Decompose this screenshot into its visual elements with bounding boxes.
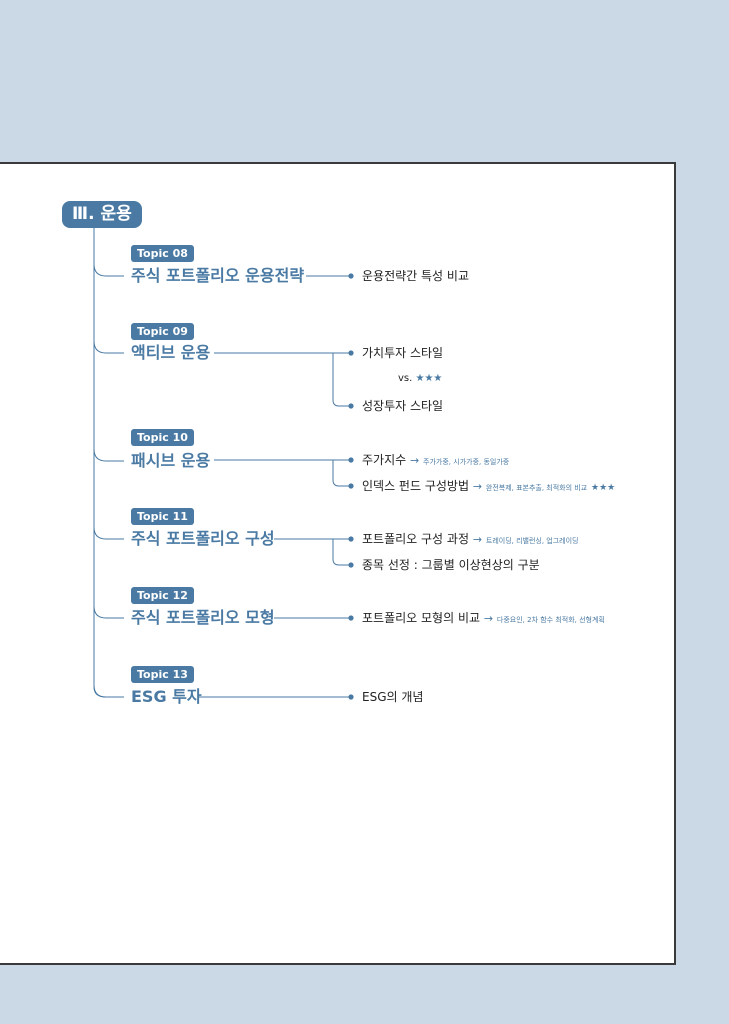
leaf-item: 성장투자 스타일 [362,398,443,414]
bullet-dot-icon [348,457,354,463]
arrow-icon: → [472,533,483,546]
leaf-connector [332,460,351,487]
page-panel [0,162,676,965]
leaf-text: 가치투자 스타일 [362,346,444,360]
topic-title: 액티브 운용 [131,343,211,362]
leaf-item: 운용전략간 특성 비교 [362,268,469,284]
topic-branch-line [93,263,124,277]
topic-branch-line [93,448,124,462]
leaf-text: 인덱스 펀드 구성방법 [362,479,469,493]
bullet-dot-icon [348,350,354,356]
star-rating: ★★★ [591,483,616,493]
topic-branch-line [93,526,124,540]
leaf-text: 주가지수 [362,453,407,467]
leaf-text: 성장투자 스타일 [362,399,444,413]
topic-title: 주식 포트폴리오 구성 [131,529,275,548]
leaf-note: 주가가중, 시가가중, 동일가중 [423,458,510,466]
topic-branch-line [93,340,124,354]
leaf-note: 완전복제, 표본추출, 최적화의 비교 [485,484,588,492]
topic-title: 주식 포트폴리오 운용전략 [131,266,305,285]
bullet-dot-icon [348,615,354,621]
bullet-dot-icon [348,483,354,489]
topic-badge: Topic 10 [131,429,194,446]
topic-title: ESG 투자 [131,687,202,706]
leaf-text: ESG의 개념 [362,690,424,704]
leaf-item: 주가지수 → 주가가중, 시가가중, 동일가중 [362,452,509,470]
leaf-note: 트레이딩, 리밸런싱, 업그레이딩 [485,537,579,545]
leaf-connector [332,353,351,407]
leaf-item: 인덱스 펀드 구성방법 → 완전복제, 표본추출, 최적화의 비교 ★★★ [362,478,615,496]
bullet-dot-icon [348,536,354,542]
arrow-icon: → [483,612,494,625]
leaf-text: 종목 선정 : 그룹별 이상현상의 구분 [362,558,540,572]
topic-title: 패시브 운용 [131,451,211,470]
main-trunk-line [93,228,124,698]
leaf-item: 가치투자 스타일 [362,345,443,361]
leaf-item: 포트폴리오 모형의 비교 → 다중요인, 2차 함수 최적화, 선형계획 [362,610,605,628]
leaf-item: 종목 선정 : 그룹별 이상현상의 구분 [362,557,540,573]
leaf-text: 운용전략간 특성 비교 [362,269,469,283]
topic-badge: Topic 12 [131,587,194,604]
topic-badge: Topic 08 [131,245,194,262]
leaf-text: 포트폴리오 모형의 비교 [362,611,481,625]
leaf-item: 포트폴리오 구성 과정 → 트레이딩, 리밸런싱, 업그레이딩 [362,531,579,549]
leaf-item: ESG의 개념 [362,689,423,705]
arrow-icon: → [472,480,483,493]
topic-badge: Topic 13 [131,666,194,683]
topic-branch-line [93,605,124,619]
star-rating: ★★★ [415,373,443,384]
bullet-dot-icon [348,694,354,700]
bullet-dot-icon [348,562,354,568]
topic-title: 주식 포트폴리오 모형 [131,608,275,627]
bullet-dot-icon [348,403,354,409]
topic-badge: Topic 11 [131,508,194,525]
leaf-note: 다중요인, 2차 함수 최적화, 선형계획 [496,616,605,624]
arrow-icon: → [410,454,420,467]
topic-branch-line [93,684,124,698]
topic-badge: Topic 09 [131,323,194,340]
vs-text: vs. [398,373,413,384]
bullet-dot-icon [348,273,354,279]
leaf-connector [332,539,351,566]
versus-label: vs. ★★★ [398,373,442,384]
chapter-label: Ⅲ. 운용 [62,201,142,228]
leaf-text: 포트폴리오 구성 과정 [362,532,469,546]
